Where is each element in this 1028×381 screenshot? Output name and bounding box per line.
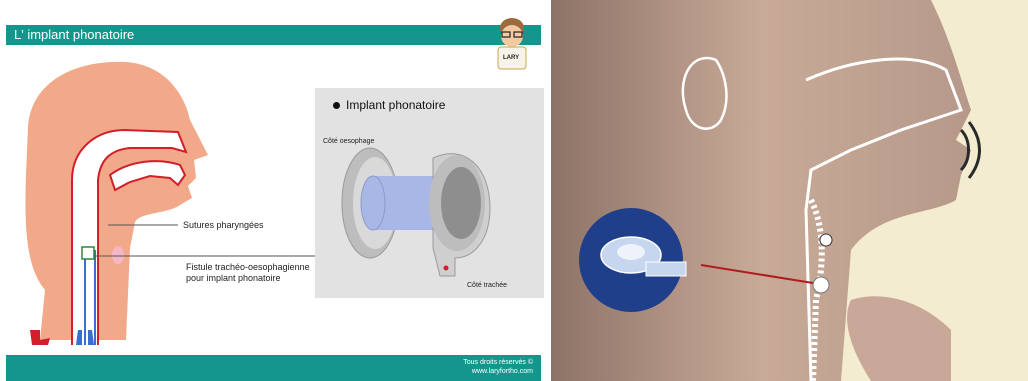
copyright-text: Tous droits réservés © www.laryfortho.co… xyxy=(463,358,533,376)
stoma-icon xyxy=(813,277,829,293)
fistule-label: Fistule trachéo-oesophagienne pour impla… xyxy=(186,262,310,284)
left-panel: L' implant phonatoire LARY Sutures phary… xyxy=(0,0,547,381)
thyroid xyxy=(112,246,124,264)
head-cross-section-illustration xyxy=(551,0,1028,381)
implant-drawing xyxy=(315,88,544,298)
implant-detail-box: Implant phonatoire Côté oesophage Côté t… xyxy=(315,88,544,298)
implant-marker xyxy=(82,247,94,259)
sutures-label: Sutures pharyngées xyxy=(183,220,264,231)
footer-bar: Tous droits réservés © www.laryfortho.co… xyxy=(6,355,541,381)
valve-marker-icon xyxy=(820,234,832,246)
right-panel xyxy=(551,0,1028,381)
head-silhouette xyxy=(25,62,208,340)
mascot-label: LARY xyxy=(503,53,519,64)
